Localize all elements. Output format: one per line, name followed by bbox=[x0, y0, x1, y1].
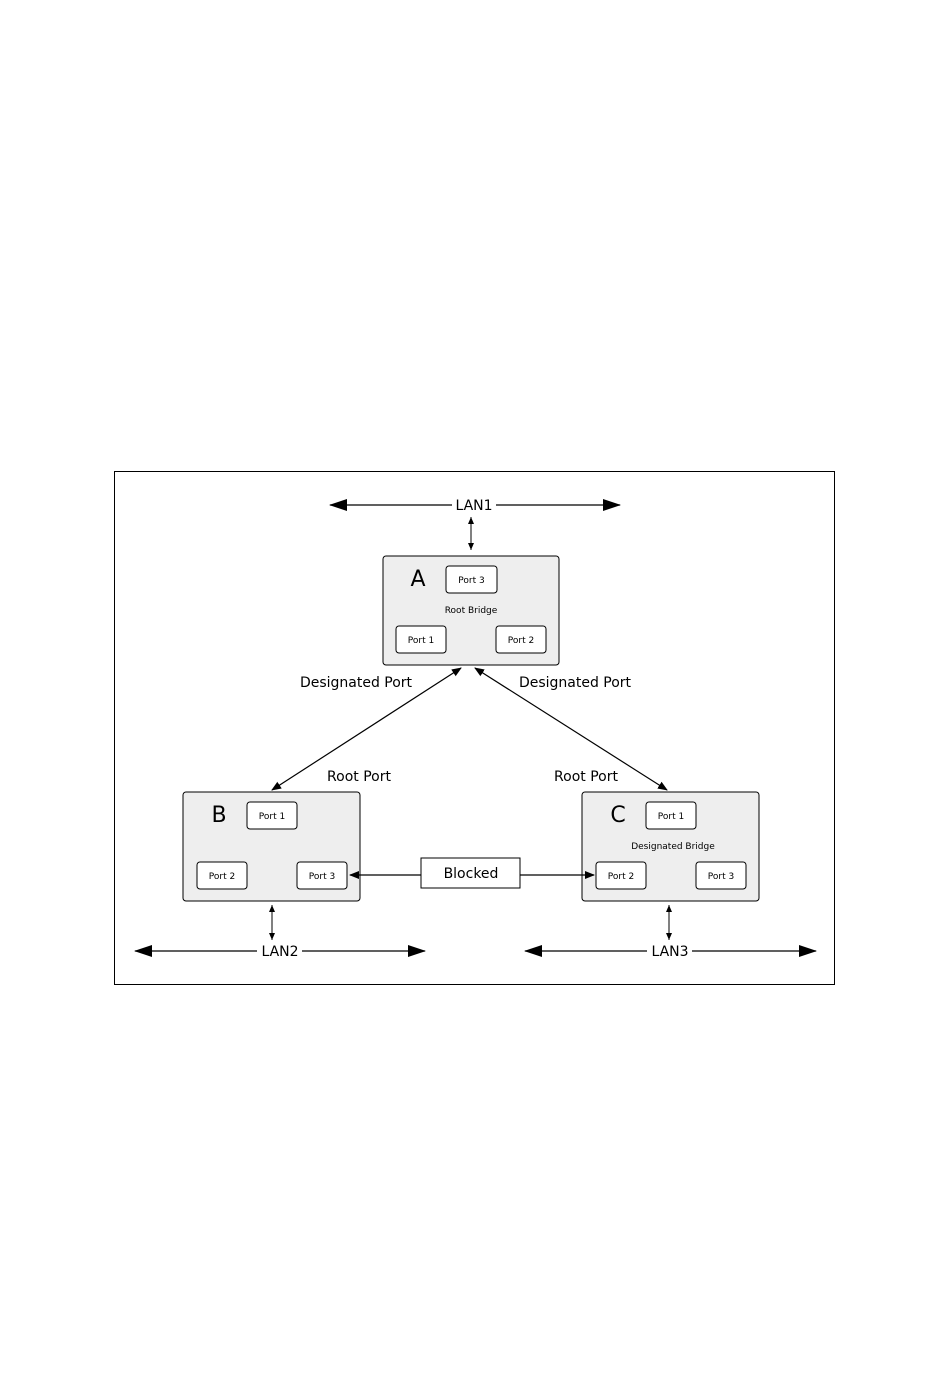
bridge-a-port-2-label: Port 2 bbox=[508, 636, 534, 646]
bridge-b-port-3-label: Port 3 bbox=[309, 872, 335, 882]
lan2-segment: LAN2 bbox=[135, 905, 425, 960]
lan1-segment: LAN1 bbox=[330, 498, 620, 550]
designated-port-right-label: Designated Port bbox=[519, 675, 632, 691]
lan3-label: LAN3 bbox=[651, 944, 688, 960]
root-port-left-label: Root Port bbox=[327, 769, 391, 785]
bridge-a-port-1-label: Port 1 bbox=[408, 636, 434, 646]
bridge-a-caption: Root Bridge bbox=[445, 606, 498, 616]
bridge-b-letter: B bbox=[211, 803, 226, 828]
bridge-c-caption: Designated Bridge bbox=[631, 842, 715, 852]
bridge-b-port-1-label: Port 1 bbox=[259, 812, 285, 822]
bridge-c-port-1-label: Port 1 bbox=[658, 812, 684, 822]
lan1-label: LAN1 bbox=[455, 498, 492, 514]
bridge-a-port-3-label: Port 3 bbox=[458, 576, 484, 586]
bridge-c: C Port 1 Designated Bridge Port 2 Port 3 bbox=[582, 792, 759, 901]
lan3-segment: LAN3 bbox=[525, 905, 816, 960]
lan2-label: LAN2 bbox=[261, 944, 298, 960]
bridge-c-letter: C bbox=[610, 803, 625, 828]
designated-port-left-label: Designated Port bbox=[300, 675, 413, 691]
bridge-c-port-3-label: Port 3 bbox=[708, 872, 734, 882]
blocked-label: Blocked bbox=[444, 866, 499, 882]
bridge-a: A Port 3 Root Bridge Port 1 Port 2 bbox=[383, 556, 559, 665]
root-port-right-label: Root Port bbox=[554, 769, 618, 785]
bridge-c-port-2-label: Port 2 bbox=[608, 872, 634, 882]
bridge-b: B Port 1 Port 2 Port 3 bbox=[183, 792, 360, 901]
blocked-link: Blocked bbox=[350, 858, 594, 888]
bridge-a-letter: A bbox=[410, 567, 425, 592]
bridge-b-port-2-label: Port 2 bbox=[209, 872, 235, 882]
